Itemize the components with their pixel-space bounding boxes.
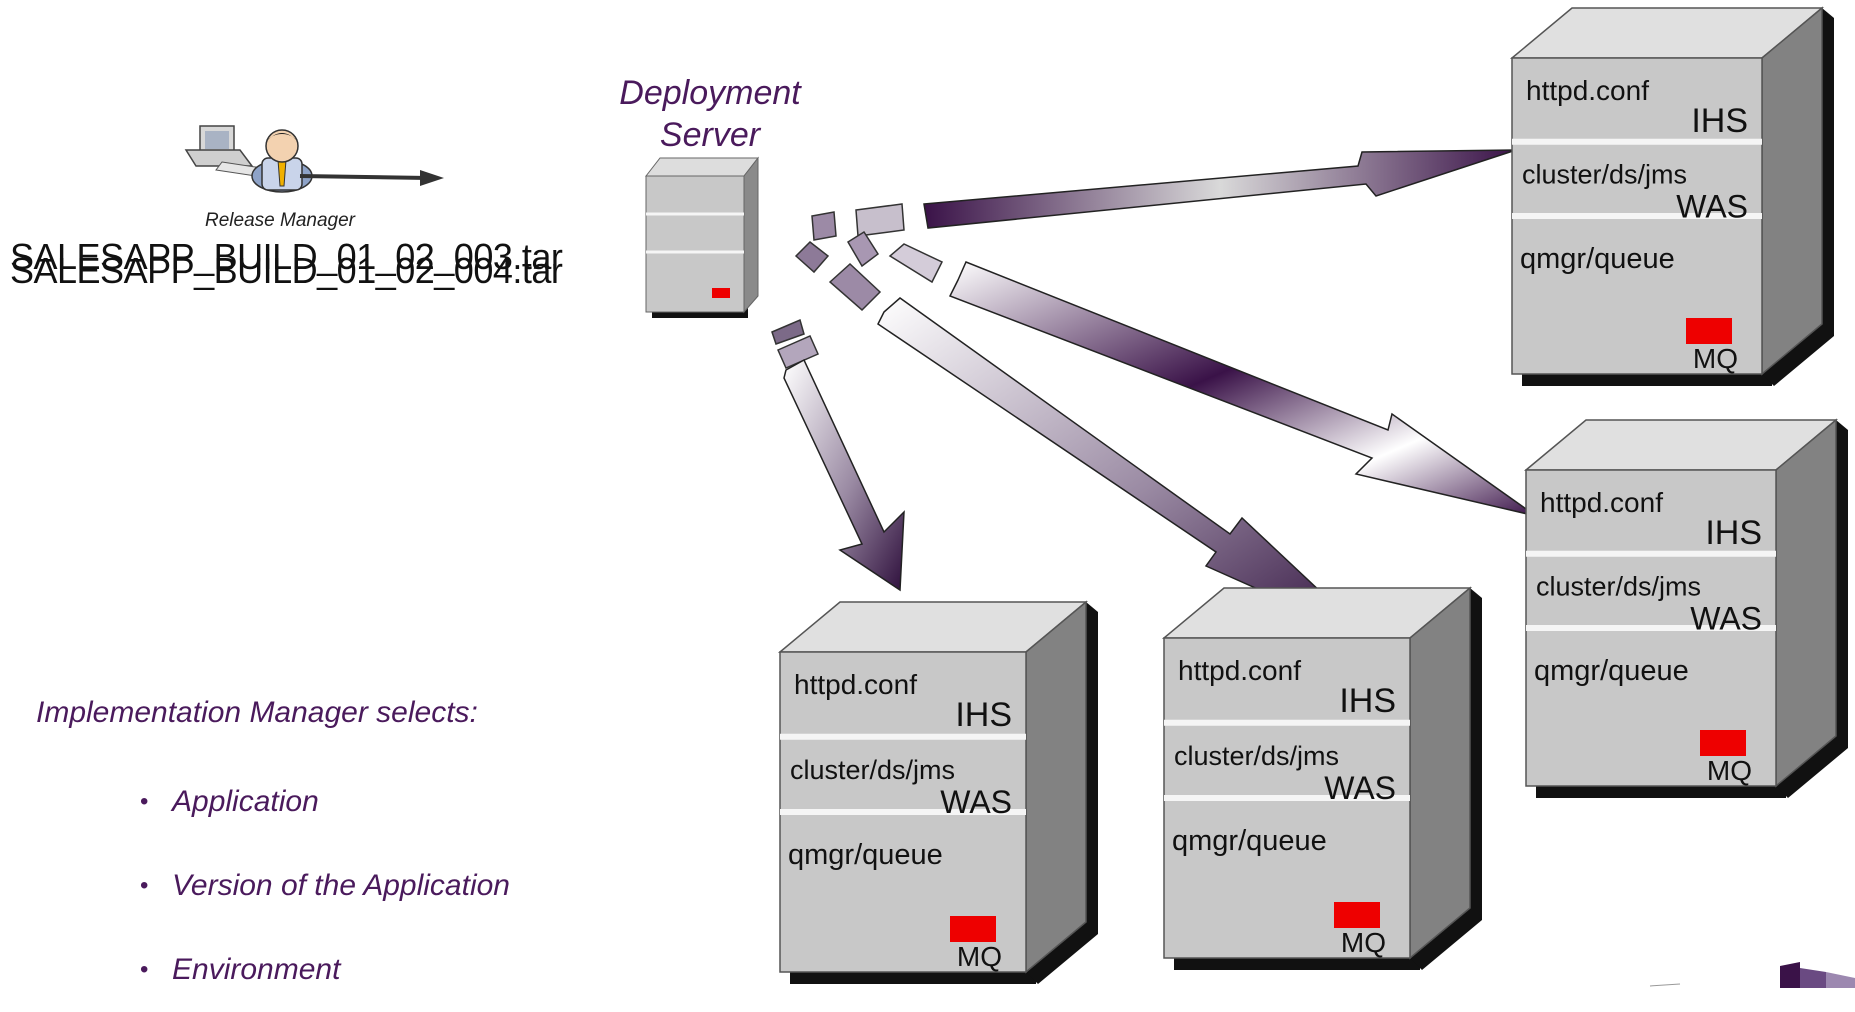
was-label: WAS (1676, 189, 1748, 225)
implementation-title: Implementation Manager selects: (36, 696, 478, 729)
logo-fragment (1649, 962, 1855, 988)
mq-label: MQ (1693, 343, 1738, 374)
cluster-label: cluster/ds/jms (1174, 741, 1339, 771)
ihs-label: IHS (955, 696, 1012, 734)
mq-label: MQ (957, 941, 1002, 972)
tar-file-004: SALESAPP_BUILD_01_02_004.tar (10, 250, 563, 291)
httpd-conf-label: httpd.conf (1540, 487, 1663, 518)
app-server-1: httpd.confIHScluster/ds/jmsWASqmgr/queue… (1509, 6, 1834, 386)
httpd-conf-label: httpd.conf (1178, 655, 1301, 686)
qmgr-label: qmgr/queue (1534, 655, 1689, 687)
mq-indicator (1686, 318, 1732, 344)
deployment-server-label: Deployment Server (590, 72, 830, 156)
arrow-to-server-4 (783, 358, 905, 592)
deployment-label-line2: Server (659, 116, 761, 154)
qmgr-label: qmgr/queue (788, 839, 943, 871)
cluster-label: cluster/ds/jms (1536, 572, 1701, 602)
mq-indicator (1700, 730, 1746, 756)
was-label: WAS (1324, 770, 1396, 806)
implementation-list: Application Version of the Application E… (140, 760, 510, 1012)
deployment-label-line1: Deployment (619, 74, 801, 112)
mq-label: MQ (1707, 755, 1752, 786)
deployment-server-icon (644, 156, 760, 318)
tar-file-003: SALESAPP_BUILD_01_02_003.tar (10, 236, 563, 277)
list-item: Environment (140, 928, 510, 1012)
app-server-2: httpd.confIHScluster/ds/jmsWASqmgr/queue… (1523, 418, 1848, 798)
deployment-server-led (712, 288, 730, 298)
release-manager-icon (184, 125, 444, 193)
arrow-to-server-2 (948, 261, 1537, 517)
httpd-conf-label: httpd.conf (794, 669, 917, 700)
qmgr-label: qmgr/queue (1520, 243, 1675, 275)
deployment-diagram: httpd.confIHScluster/ds/jmsWASqmgr/queue… (184, 6, 1855, 988)
ihs-label: IHS (1339, 682, 1396, 720)
httpd-conf-label: httpd.conf (1526, 75, 1649, 106)
qmgr-label: qmgr/queue (1172, 825, 1327, 857)
arrow-dashes (771, 203, 944, 369)
release-manager-label: Release Manager (205, 210, 355, 231)
mq-label: MQ (1341, 927, 1386, 958)
list-item: Version of the Application (140, 844, 510, 928)
arrow-to-server-1 (923, 149, 1517, 229)
mq-indicator (1334, 902, 1380, 928)
ihs-label: IHS (1705, 514, 1762, 552)
ihs-label: IHS (1691, 102, 1748, 140)
mq-indicator (950, 916, 996, 942)
list-item: Application (140, 760, 510, 844)
was-label: WAS (940, 784, 1012, 820)
was-label: WAS (1690, 601, 1762, 637)
cluster-label: cluster/ds/jms (790, 755, 955, 785)
cluster-label: cluster/ds/jms (1522, 160, 1687, 190)
